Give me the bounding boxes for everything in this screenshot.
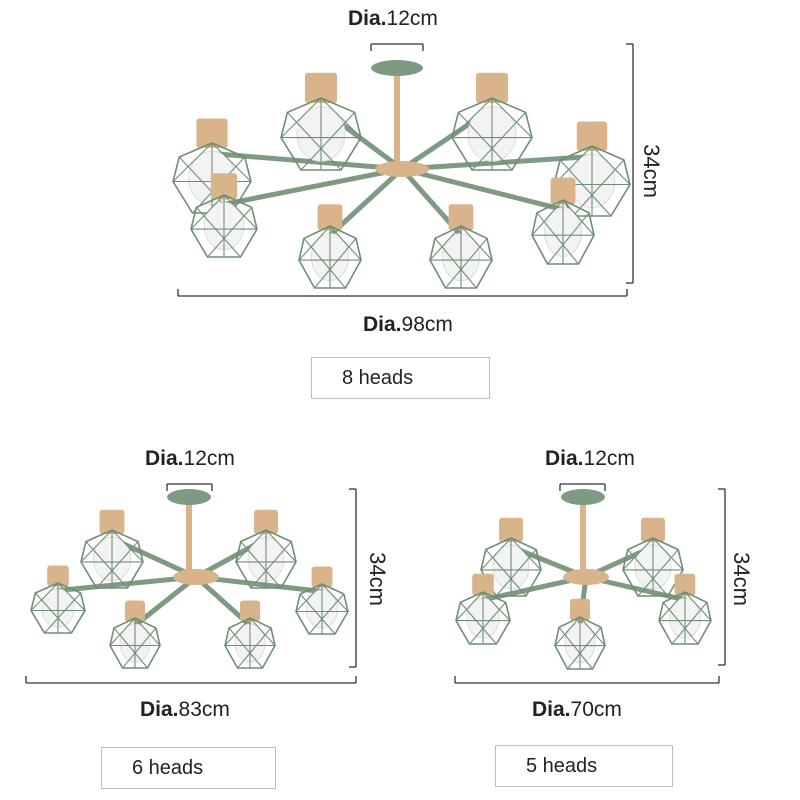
wood-socket xyxy=(499,517,523,543)
wood-socket xyxy=(240,600,260,622)
lamp-arm xyxy=(221,166,405,207)
lamp-shade xyxy=(455,573,511,645)
width-diameter-label-6: Dia.83cm xyxy=(140,698,230,721)
wood-socket xyxy=(674,573,696,596)
height-dim-line-5 xyxy=(718,488,726,666)
lamp-shade xyxy=(224,600,276,669)
center-rod xyxy=(394,74,400,169)
lamp-shade xyxy=(658,573,712,645)
wood-socket xyxy=(570,598,590,621)
width-dim-line-6 xyxy=(25,676,357,684)
wood-socket xyxy=(47,565,69,587)
ceiling-canopy xyxy=(167,489,211,505)
wood-socket xyxy=(641,517,665,543)
wood-socket xyxy=(550,177,576,205)
wood-socket xyxy=(196,118,228,148)
lamp-shade xyxy=(429,204,493,289)
caption-5-heads: 5 heads xyxy=(495,745,673,787)
center-rod xyxy=(580,503,586,577)
wood-socket xyxy=(254,509,278,535)
center-rod xyxy=(186,503,192,577)
lamp-arm xyxy=(132,574,199,628)
lamp-shade xyxy=(235,509,297,589)
chandelier-6-heads xyxy=(30,489,349,669)
dimension-lines xyxy=(25,43,726,684)
wood-socket xyxy=(311,566,333,588)
lamp-shade xyxy=(554,598,606,670)
lamp-arm xyxy=(55,574,199,593)
caption-6-heads: 6 heads xyxy=(101,747,276,789)
lamp-shade xyxy=(109,600,161,669)
canopy-dim-line-8 xyxy=(370,43,424,51)
canopy-diameter-label-8: Dia.12cm xyxy=(348,7,438,30)
wood-socket xyxy=(448,204,474,231)
chandelier-8-heads xyxy=(172,60,631,289)
lamp-arm xyxy=(399,154,595,172)
lamp-shade xyxy=(531,177,595,265)
wood-socket xyxy=(210,173,238,200)
wood-socket xyxy=(476,72,508,104)
canopy-dim-line-6 xyxy=(166,483,213,491)
wooden-hub xyxy=(375,161,429,177)
lamp-shade xyxy=(451,72,533,171)
lamp-shade xyxy=(80,509,144,589)
wood-socket xyxy=(317,204,343,231)
width-diameter-label-5: Dia.70cm xyxy=(532,698,622,721)
wood-socket xyxy=(472,573,494,596)
lamp-shade xyxy=(622,517,684,597)
ceiling-canopy xyxy=(371,60,423,76)
lamp-shade xyxy=(553,121,631,217)
caption-8-heads: 8 heads xyxy=(311,357,490,399)
canopy-diameter-label-5: Dia.12cm xyxy=(545,447,635,470)
width-diameter-label-8: Dia.98cm xyxy=(363,313,453,336)
canopy-diameter-label-6: Dia.12cm xyxy=(145,447,235,470)
lamp-shade xyxy=(280,72,362,171)
height-dim-line-8 xyxy=(626,43,634,284)
width-dim-line-8 xyxy=(177,289,628,297)
lamp-shade xyxy=(190,173,258,258)
wooden-hub xyxy=(563,569,609,585)
wood-socket xyxy=(576,121,608,151)
lamp-shade xyxy=(295,566,349,635)
wood-socket xyxy=(125,600,145,622)
height-label-5: 34cm xyxy=(728,552,754,606)
height-label-6: 34cm xyxy=(364,552,390,606)
canopy-dim-line-5 xyxy=(559,483,606,491)
chandelier-5-heads xyxy=(455,489,712,670)
wood-socket xyxy=(99,509,125,535)
lamp-shade xyxy=(30,565,86,634)
wood-socket xyxy=(305,72,337,104)
wooden-hub xyxy=(173,569,219,585)
width-dim-line-5 xyxy=(454,676,720,684)
lamp-shade xyxy=(480,517,542,597)
lamp-shade xyxy=(298,204,362,289)
height-dim-line-6 xyxy=(349,488,357,668)
ceiling-canopy xyxy=(561,489,605,505)
height-label-8: 34cm xyxy=(638,144,664,198)
lamp-arm xyxy=(399,166,566,213)
